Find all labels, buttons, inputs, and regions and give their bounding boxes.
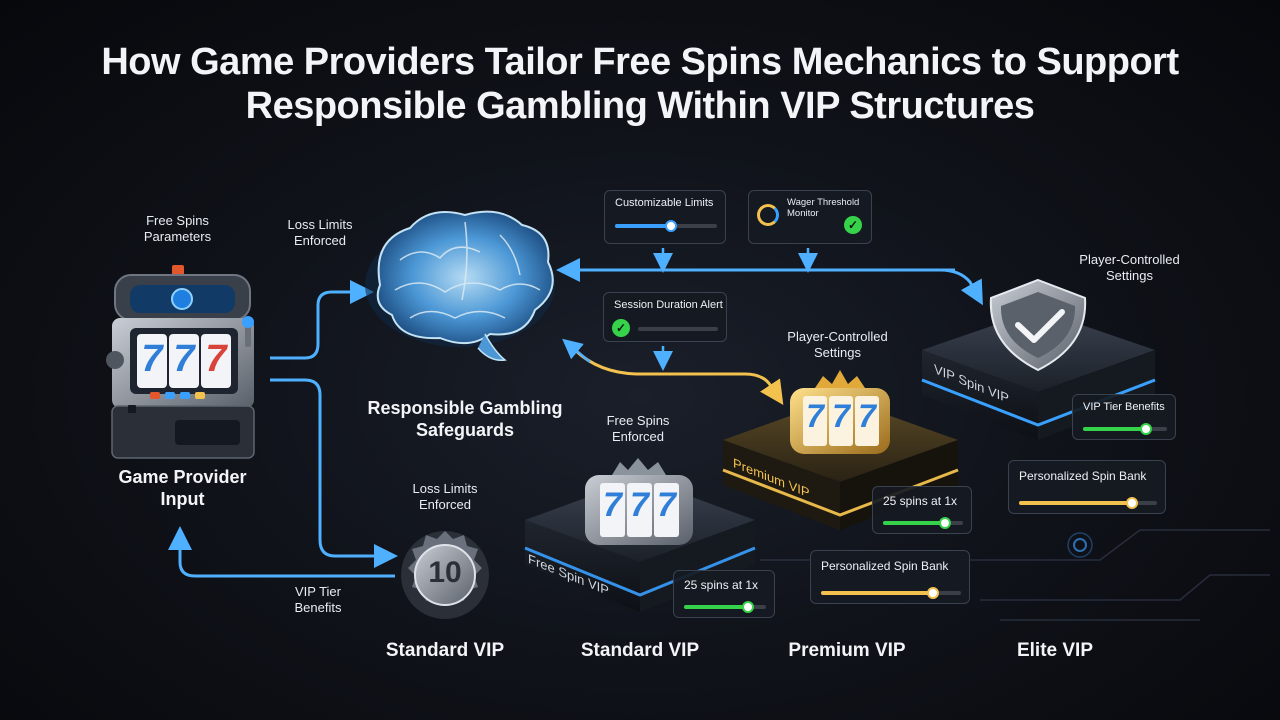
session-duration-title: Session Duration Alert [614,299,723,311]
spins-free-card[interactable]: 25 spins at 1x [673,570,775,618]
slider-fill [615,224,671,228]
gauge-icon [757,204,779,226]
free-spins-enforced-label: Free Spins Enforced [606,413,670,444]
spin-bank-premium-title: Personalized Spin Bank [821,559,949,573]
wager-threshold-title: Wager Threshold Monitor [787,197,860,219]
spins-free-slider[interactable] [684,601,766,613]
slider-fill [1019,501,1133,505]
slider-fill [684,605,750,609]
check-icon: ✓ [612,319,630,337]
reel-digit: 7 [173,338,195,380]
customizable-limits-card[interactable]: Customizable Limits [604,190,726,244]
spins-premium-title: 25 spins at 1x [883,494,958,508]
slider-fill [1083,427,1146,431]
reel-digit: 7 [205,338,227,380]
loss-limits-mid-label: Loss Limits Enforced [412,481,478,512]
free-spin-platform [524,458,756,612]
slider-fill [821,591,933,595]
slider-knob[interactable] [927,587,939,599]
tier-label: Standard VIP [580,640,700,661]
spins-premium-slider[interactable] [883,517,963,529]
brain-icon [365,210,555,361]
spin-bank-elite-slider[interactable] [1019,497,1157,509]
spin-bank-elite-card[interactable]: Personalized Spin Bank [1008,460,1166,514]
slider-fill [883,521,946,525]
player-controlled-right-label: Player-Controlled Settings [1079,252,1180,283]
wager-threshold-card[interactable]: Wager Threshold Monitor ✓ [748,190,872,244]
premium-platform [722,370,959,530]
vip-tier-benefits-slider[interactable] [1083,423,1167,435]
session-duration-card[interactable]: Session Duration Alert ✓ [603,292,727,342]
session-duration-slider[interactable] [638,327,718,331]
tier-label: Elite VIP [1016,640,1094,661]
spin-bank-elite-title: Personalized Spin Bank [1019,469,1147,483]
reel-digit: 7 [858,398,876,434]
reel-digit: 7 [806,398,824,434]
player-controlled-mid-label: Player-Controlled Settings [787,329,888,360]
vip-tier-benefits-card[interactable]: VIP Tier Benefits [1072,394,1176,440]
slider-knob[interactable] [939,517,951,529]
loss-limits-top-label: Loss Limits Enforced [287,217,353,248]
standard-vip-badge-icon [401,531,489,619]
tier-label: Standard VIP [385,640,505,661]
badge-value: 10 [428,556,462,589]
slider-knob[interactable] [742,601,754,613]
reel-digit: 7 [832,398,850,434]
shield-icon [989,278,1087,372]
slider-knob[interactable] [665,220,677,232]
reel-digit: 7 [603,486,622,524]
customizable-limits-title: Customizable Limits [615,197,714,209]
spin-bank-premium-slider[interactable] [821,587,961,599]
reel-digit: 7 [630,486,649,524]
free-spins-parameters-label: Free Spins Parameters [143,213,212,244]
check-icon: ✓ [844,216,862,234]
slider-knob[interactable] [1126,497,1138,509]
page-title: How Game Providers Tailor Free Spins Mec… [101,41,1179,127]
slot-machine-icon [106,265,255,459]
spins-premium-card[interactable]: 25 spins at 1x [872,486,972,534]
slider-knob[interactable] [1140,423,1152,435]
customizable-limits-slider[interactable] [615,220,717,232]
vip-tier-benefits-left-label: VIP Tier Benefits [294,584,342,615]
responsible-gambling-label: Responsible Gambling Safeguards [367,398,563,440]
reel-digit: 7 [657,486,676,524]
vip-tier-benefits-title: VIP Tier Benefits [1083,401,1165,413]
reel-digit: 7 [141,338,163,380]
spin-bank-premium-card[interactable]: Personalized Spin Bank [810,550,970,604]
game-provider-input-label: Game Provider Input [118,467,247,509]
spins-free-title: 25 spins at 1x [684,578,759,592]
tier-label: Premium VIP [788,640,906,661]
